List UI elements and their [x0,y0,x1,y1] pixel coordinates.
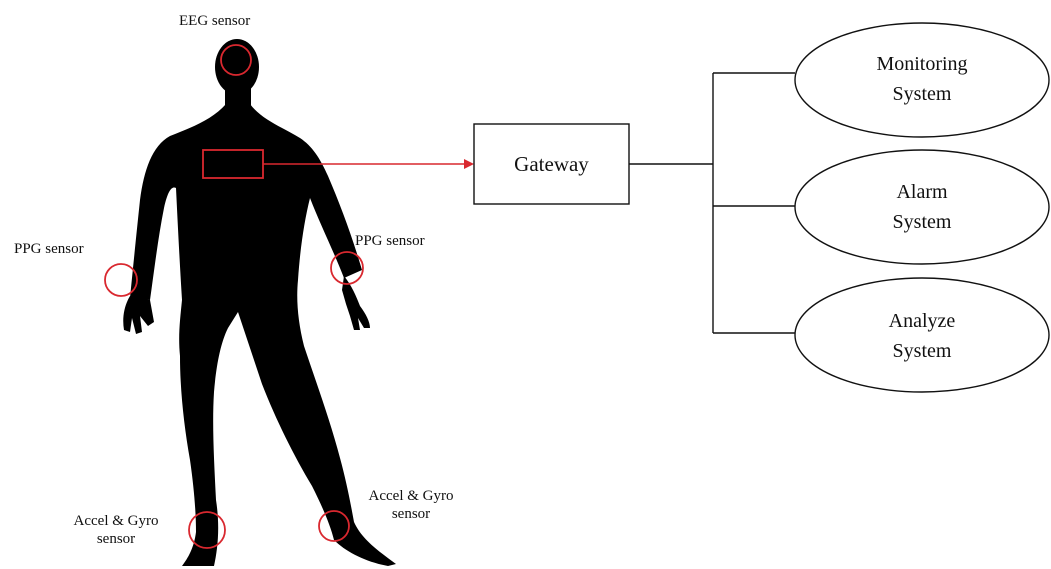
accel-gyro-sensor-right-label: Accel & Gyro sensor [351,487,471,523]
silhouette-left-hand [123,296,154,334]
gateway-label: Gateway [474,152,629,176]
accel-gyro-sensor-left-line2: sensor [56,530,176,548]
alarm-system-label: Alarm System [800,174,1044,240]
monitoring-system-label: Monitoring System [800,46,1044,112]
accel-gyro-sensor-left-label: Accel & Gyro sensor [56,512,176,548]
ppg-sensor-right-label: PPG sensor [355,232,425,250]
eeg-sensor-label: EEG sensor [179,12,250,30]
analyze-system-line2: System [893,336,952,366]
accel-gyro-sensor-right-line1: Accel & Gyro [351,487,471,505]
silhouette-head [215,39,259,95]
arrow-head [464,159,474,169]
ppg-sensor-left-label: PPG sensor [14,240,84,258]
analyze-system-line1: Analyze [889,306,956,336]
monitoring-system-line1: Monitoring [876,49,967,79]
accel-gyro-sensor-left-line1: Accel & Gyro [56,512,176,530]
monitoring-system-line2: System [893,79,952,109]
analyze-system-label: Analyze System [800,303,1044,369]
accel-gyro-sensor-right-line2: sensor [351,505,471,523]
gateway-connectors [629,73,795,333]
alarm-system-line2: System [893,207,952,237]
alarm-system-line1: Alarm [896,177,947,207]
